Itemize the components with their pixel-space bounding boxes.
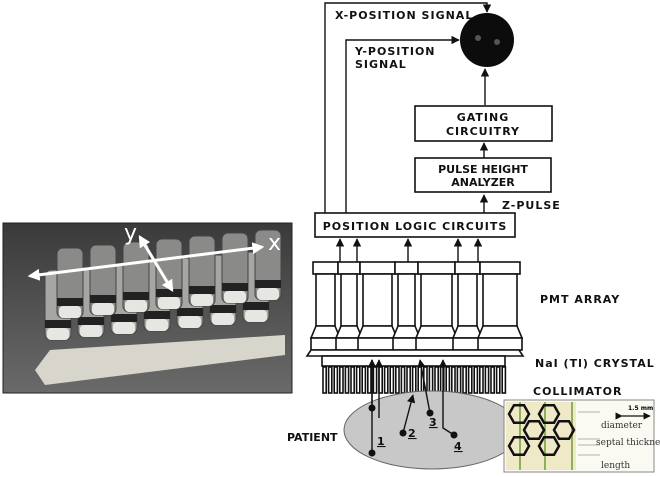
crt-display — [460, 13, 514, 67]
collimator-septum — [361, 366, 367, 394]
event-label: 2 — [408, 427, 417, 440]
pulse-height-analyzer-box — [414, 157, 552, 193]
inset-septal: septal thickness — [596, 438, 660, 448]
collimator-septum — [394, 366, 400, 394]
pmt-array — [305, 238, 525, 394]
y-signal-label: Y-POSITION — [354, 45, 436, 58]
collimator-septum — [445, 366, 451, 394]
pha-label-2: ANALYZER — [451, 176, 515, 189]
x-signal-label: X-POSITION SIGNAL — [335, 9, 473, 22]
collimator-septum — [417, 366, 423, 394]
logic-label: POSITION LOGIC CIRCUITS — [323, 220, 508, 233]
pmt-tube — [397, 273, 416, 327]
collimator-septum — [389, 366, 395, 394]
event-label: 4 — [454, 440, 463, 453]
y-signal-line — [345, 35, 460, 213]
collimator-septum — [406, 366, 412, 394]
collimator-septum — [456, 366, 462, 394]
collimator-septum — [434, 366, 440, 394]
pmt-cap — [312, 261, 339, 275]
patient-ellipse — [343, 390, 521, 470]
collimator-septum — [495, 366, 501, 394]
gating-label-2: CIRCUITRY — [446, 125, 520, 138]
pmt-tube — [457, 273, 478, 327]
crystal-label: NaI (Tl) CRYSTAL — [535, 357, 655, 370]
gating-circuitry-box — [414, 105, 553, 142]
collimator-septum — [484, 366, 490, 394]
pmt-cap — [337, 261, 361, 275]
pmt-cap — [359, 261, 396, 275]
collimator-septum — [322, 366, 328, 394]
collimator-label: COLLIMATOR — [533, 385, 622, 398]
pmt-cap — [417, 261, 456, 275]
collimator-septum — [411, 366, 417, 394]
collimator-septum — [338, 366, 344, 394]
event-point — [399, 429, 407, 437]
x-signal-line — [324, 2, 492, 213]
nai-crystal — [321, 355, 506, 367]
pmt-photo: x y — [2, 221, 293, 394]
collimator-septum — [490, 366, 496, 394]
inset-diameter: diameter — [601, 421, 643, 431]
gating-label: GATING — [457, 111, 510, 124]
pmt-tube — [482, 273, 518, 327]
collimator-septum — [333, 366, 339, 394]
collimator-septum — [400, 366, 406, 394]
pmt-cap — [479, 261, 521, 275]
collimator-inset: diameter septal thickness length 1.5 mm — [503, 399, 660, 473]
patient-label: PATIENT — [287, 431, 338, 444]
collimator-septum — [383, 366, 389, 394]
event-label: 1 — [377, 435, 386, 448]
position-logic-box — [314, 212, 516, 238]
pmt-label: PMT ARRAY — [540, 293, 620, 306]
event-point — [426, 409, 434, 417]
collimator-septum — [355, 366, 361, 394]
collimator-septum — [478, 366, 484, 394]
x-axis-label: x — [268, 231, 281, 256]
collimator-septum — [344, 366, 350, 394]
y-axis-label: y — [124, 221, 137, 246]
inset-length: length — [601, 461, 630, 471]
event-label: 3 — [429, 416, 438, 429]
inset-scale: 1.5 mm — [628, 405, 653, 412]
event-point — [450, 431, 458, 439]
pha-label: PULSE HEIGHT — [438, 163, 528, 176]
collimator-septum — [473, 366, 479, 394]
collimator-septum — [327, 366, 333, 394]
pmt-cap — [394, 261, 419, 275]
collimator-septum — [372, 366, 378, 394]
y-signal-label-2: SIGNAL — [355, 58, 407, 71]
collimator-septum — [467, 366, 473, 394]
pmt-tube — [362, 273, 393, 327]
collimator-septum — [350, 366, 356, 394]
collimator-septum — [450, 366, 456, 394]
event-point — [368, 404, 376, 412]
pmt-tube — [315, 273, 336, 327]
pmt-tube — [420, 273, 453, 327]
pmt-tube — [340, 273, 358, 327]
collimator-septum — [428, 366, 434, 394]
collimator-septum — [462, 366, 468, 394]
collimator-septum — [366, 366, 372, 394]
z-pulse-label: Z-PULSE — [502, 199, 561, 212]
y-axis-arrow — [138, 234, 174, 293]
collimator-septum — [501, 366, 507, 394]
pmt-cap — [454, 261, 481, 275]
